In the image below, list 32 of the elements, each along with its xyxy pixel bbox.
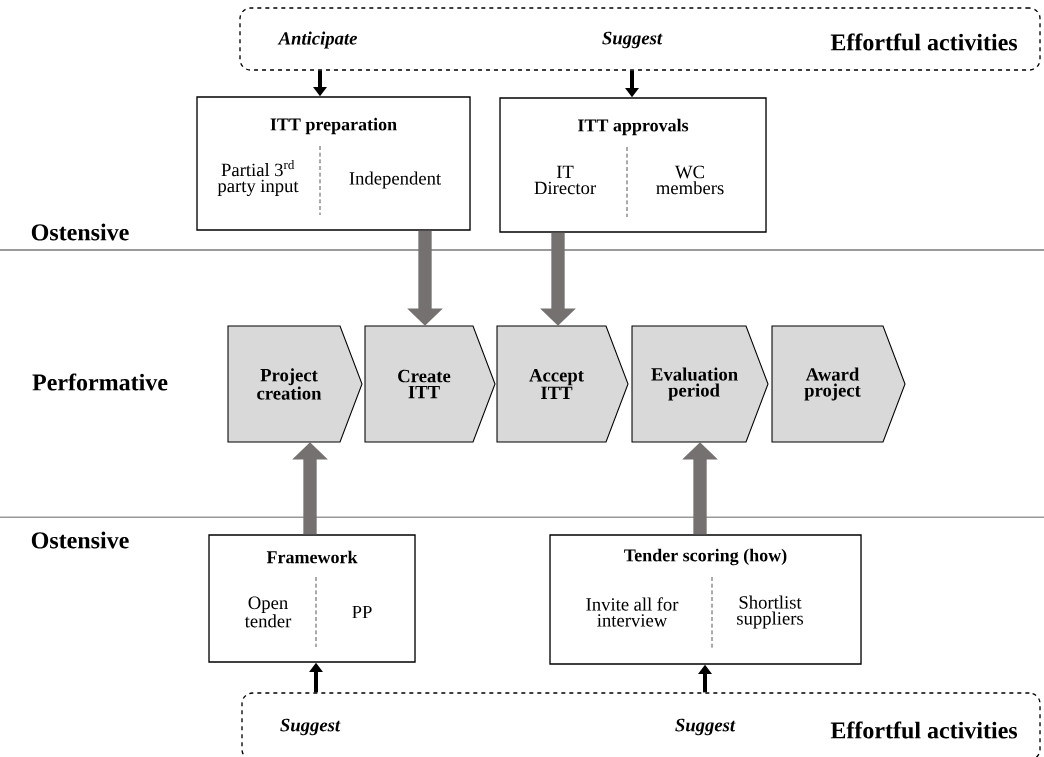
box-heading: ITT preparation (270, 117, 397, 135)
band-title: Effortful activities (830, 721, 1018, 739)
box-text: Partial 3$^{rd}$ party input (217, 159, 299, 197)
process-step: Award project (771, 325, 906, 443)
split-box (196, 96, 471, 231)
split-box (549, 534, 862, 665)
band-title: Effortful activities (830, 33, 1018, 51)
layer-label: Ostensive (31, 223, 129, 241)
activity-label: Suggest (602, 31, 663, 49)
box-text: IT Director (534, 165, 596, 195)
layer-label: Ostensive (31, 531, 129, 549)
process-step: Create ITT (364, 325, 496, 443)
split-box (499, 97, 767, 233)
process-step: Evaluation period (631, 325, 769, 443)
activity-label: Suggest (675, 718, 736, 736)
box-text: Invite all for interview (586, 597, 679, 627)
layer-label: Performative (32, 373, 168, 391)
box-heading: Tender scoring (how) (624, 548, 787, 566)
dashed-band (241, 692, 1041, 757)
box-text: PP (352, 605, 372, 619)
box-text: WC members (656, 165, 724, 195)
box-text: Open tender (244, 596, 292, 628)
box-heading: Framework (266, 550, 358, 564)
box-heading: ITT approvals (578, 118, 689, 136)
box-text: Independent (349, 171, 442, 189)
process-step: Accept ITT (496, 325, 629, 443)
activity-label: Suggest (280, 718, 341, 736)
activity-label: Anticipate (277, 31, 358, 49)
box-text: Shortlist suppliers (737, 595, 804, 629)
split-box (208, 534, 416, 663)
process-step: Project creation (227, 325, 363, 443)
dashed-band (239, 7, 1041, 71)
